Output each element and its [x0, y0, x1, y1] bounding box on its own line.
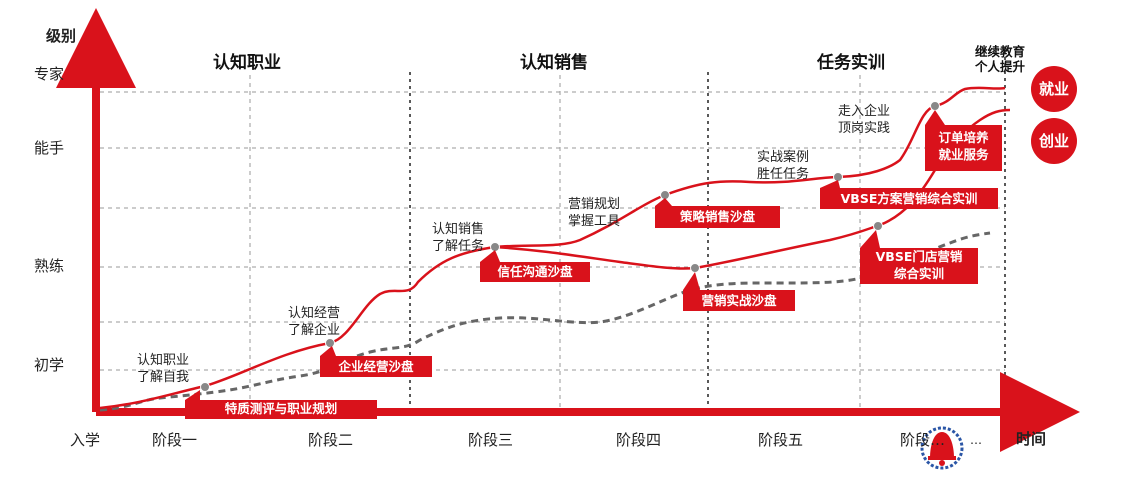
annotation-practice: 实战案例 胜任任务	[757, 150, 810, 182]
box-enterprise-sandbox: 企业经营沙盘	[320, 356, 432, 377]
box-marketing-sandbox: 营销实战沙盘	[683, 290, 795, 311]
outcome-entrepreneurship: 创业	[1031, 118, 1077, 164]
box-order-training: 订单培养 就业服务	[925, 125, 1002, 171]
stage-5: 阶段五	[758, 431, 804, 449]
phase-dividers	[409, 50, 1006, 412]
phase-task-training: 任务实训	[817, 53, 885, 73]
level-expert: 专家	[34, 65, 65, 83]
outcome-employment: 就业	[1031, 66, 1077, 112]
phase-sales-awareness: 认知销售	[520, 53, 588, 73]
level-beginner: 初学	[34, 356, 65, 374]
stage-2: 阶段二	[308, 431, 354, 449]
box-strategy-sandbox: 策略销售沙盘	[655, 206, 780, 228]
box-vbse-solution: VBSE方案营销综合实训	[820, 188, 998, 209]
level-skilled: 能手	[34, 139, 65, 157]
phase-career-awareness: 认知职业	[213, 53, 281, 73]
bell-icon	[920, 426, 964, 470]
stage-3: 阶段三	[468, 431, 514, 449]
box-trait-assessment: 特质测评与职业规划	[185, 400, 377, 419]
milestone-dots	[200, 101, 940, 392]
stage-1: 阶段一	[152, 431, 198, 449]
annotation-internship: 走入企业 顶岗实践	[838, 104, 891, 136]
continuing-line-1: 继续教育	[975, 44, 1026, 59]
x-axis-title: 时间	[1016, 430, 1047, 448]
box-vbse-store: VBSE门店营销 综合实训	[860, 248, 978, 284]
annotation-career: 认知职业 了解自我	[137, 353, 190, 385]
level-proficient: 熟练	[34, 257, 65, 275]
stage-n: 阶段…	[900, 431, 946, 449]
continuing-line-2: 个人提升	[975, 59, 1026, 74]
growth-curve-main	[99, 86, 1006, 410]
baseline-curve	[99, 231, 991, 412]
stage-4: 阶段四	[616, 431, 662, 449]
box-pointers	[185, 110, 945, 400]
annotation-planning: 营销规划 掌握工具	[568, 197, 621, 229]
continuing-education-header: 继续教育 个人提升	[975, 44, 1025, 74]
stage-enrollment: 入学	[70, 431, 101, 449]
stage-ellipsis: …	[970, 433, 982, 447]
annotation-business: 认知经营 了解企业	[288, 306, 341, 338]
y-axis-title: 级别	[46, 27, 77, 45]
box-trust-sandbox: 信任沟通沙盘	[480, 262, 590, 282]
annotation-sales: 认知销售 了解任务	[432, 222, 485, 254]
